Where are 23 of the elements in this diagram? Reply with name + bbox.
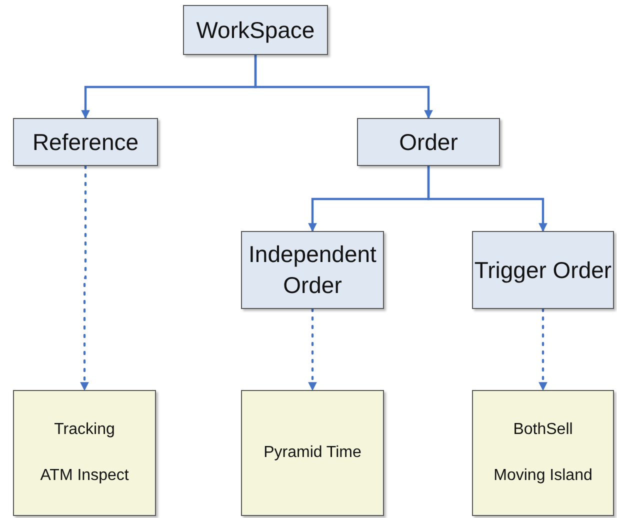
process-box: [241, 231, 384, 309]
process-box: [472, 231, 614, 309]
box-label: BothSell: [513, 420, 573, 440]
box-label: Reference: [32, 128, 139, 156]
leaf-box: [13, 390, 156, 516]
box-label: Trigger Order: [474, 256, 612, 285]
box-label: ATM Inspect: [40, 466, 129, 486]
box-label: Tracking: [54, 420, 115, 440]
box-label: WorkSpace: [196, 16, 315, 45]
process-box: [183, 5, 328, 55]
box-label: Pyramid Time: [264, 443, 362, 463]
arrow: [80, 164, 89, 392]
leaf-box: [472, 390, 614, 516]
arrow: [254, 55, 433, 119]
leaf-box: [241, 390, 384, 516]
arrow: [538, 308, 548, 392]
arrow: [308, 308, 317, 392]
box-label: Moving Island: [494, 466, 592, 486]
box-label: Order: [399, 128, 458, 156]
box-label: Independent Order: [248, 240, 378, 300]
process-box: [357, 118, 500, 166]
arrow: [427, 166, 548, 232]
process-box: [13, 118, 158, 166]
